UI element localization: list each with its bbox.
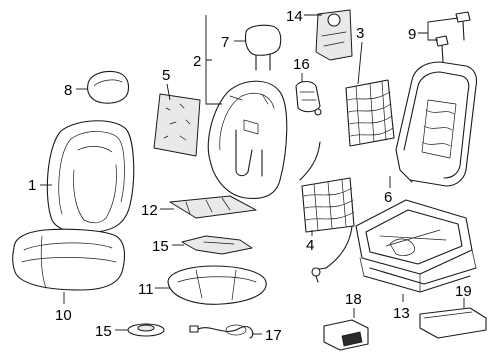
callout-6: 6	[384, 189, 392, 206]
cover-plate	[419, 307, 487, 339]
backrest-pad	[153, 93, 201, 157]
seat-back-cover	[46, 120, 135, 234]
seat-back-assembly	[207, 80, 288, 200]
callout-5: 5	[162, 67, 170, 84]
wiring-harness	[189, 324, 254, 339]
callout-7: 7	[221, 34, 229, 51]
callout-16: 16	[293, 56, 310, 73]
callout-4: 4	[306, 237, 314, 254]
callout-13: 13	[393, 305, 410, 322]
callout-1: 1	[28, 177, 36, 194]
callout-2: 2	[193, 53, 201, 70]
bolts	[435, 11, 471, 63]
callout-18: 18	[345, 291, 362, 308]
callout-11: 11	[138, 281, 154, 298]
callout-3: 3	[356, 25, 364, 42]
callout-14: 14	[286, 8, 303, 25]
seat-cushion-foam	[167, 265, 267, 305]
callout-17: 17	[265, 327, 282, 344]
headrest-top	[244, 24, 282, 71]
seat-cushion-cover	[12, 228, 126, 291]
callout-15-upper: 15	[152, 238, 169, 255]
cushion-pad	[169, 195, 257, 219]
callout-8: 8	[64, 82, 72, 99]
callout-10: 10	[55, 307, 72, 324]
back-panel	[315, 9, 353, 61]
control-module	[323, 319, 369, 351]
callout-19: 19	[455, 283, 472, 300]
heater-disc-lower	[127, 323, 165, 337]
callout-12: 12	[141, 202, 158, 219]
callout-15-lower: 15	[95, 323, 112, 340]
callout-9: 9	[408, 26, 416, 43]
seat-track-frame	[355, 199, 477, 293]
headrest-left	[87, 70, 130, 104]
lumbar-grid	[345, 79, 395, 147]
cushion-suspension	[299, 141, 355, 283]
heater-element-upper	[181, 235, 253, 255]
seat-back-frame	[395, 61, 478, 187]
lumbar-control	[295, 80, 322, 116]
